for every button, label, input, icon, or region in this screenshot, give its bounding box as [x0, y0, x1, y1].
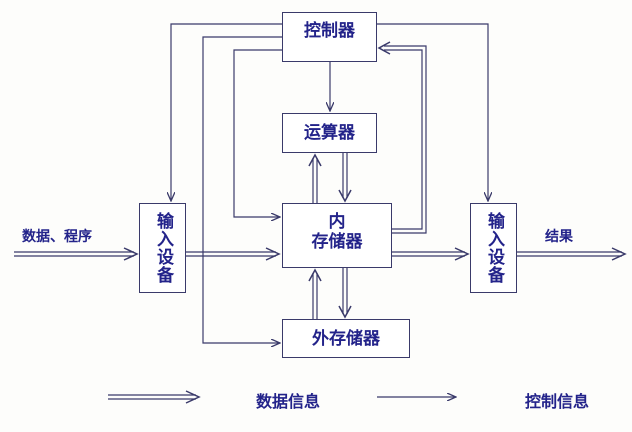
- input-source-label: 数据、程序: [22, 229, 92, 245]
- memory-label-line1: 内: [328, 212, 346, 232]
- legend-data-arrow: [108, 390, 201, 404]
- data-line-memory-to-output: [392, 247, 470, 261]
- output-device-label: 输入设备: [484, 212, 504, 284]
- external-storage-box: 外存储器: [282, 319, 410, 358]
- input-device-label: 输入设备: [153, 212, 173, 284]
- legend-control-label: 控制信息: [525, 392, 590, 411]
- control-line-to-external: [202, 36, 282, 343]
- alu-label: 运算器: [304, 123, 355, 143]
- legend-data-label: 数据信息: [256, 392, 321, 411]
- controller-label: 控制器: [304, 21, 355, 41]
- data-line-input-to-memory: [186, 247, 281, 261]
- alu-box: 运算器: [282, 113, 377, 153]
- output-result-label: 结果: [545, 229, 573, 245]
- memory-box: 内 存储器: [282, 203, 392, 268]
- control-line-to-input: [171, 23, 282, 201]
- control-line-to-output: [377, 23, 488, 201]
- data-line-output-result: [517, 247, 627, 261]
- data-line-external-to-memory: [308, 268, 322, 319]
- controller-box: 控制器: [282, 12, 377, 62]
- data-line-memory-to-alu: [308, 153, 322, 203]
- data-line-memory-to-controller: [377, 41, 427, 234]
- external-storage-label: 外存储器: [312, 328, 380, 349]
- output-device-box: 输入设备: [470, 203, 517, 293]
- input-device-box: 输入设备: [139, 203, 186, 293]
- control-line-to-memory: [233, 49, 282, 217]
- data-line-alu-to-memory: [338, 153, 352, 203]
- memory-label-line2: 存储器: [311, 232, 363, 252]
- data-line-input-source: [14, 247, 139, 261]
- data-line-memory-to-external: [338, 268, 352, 319]
